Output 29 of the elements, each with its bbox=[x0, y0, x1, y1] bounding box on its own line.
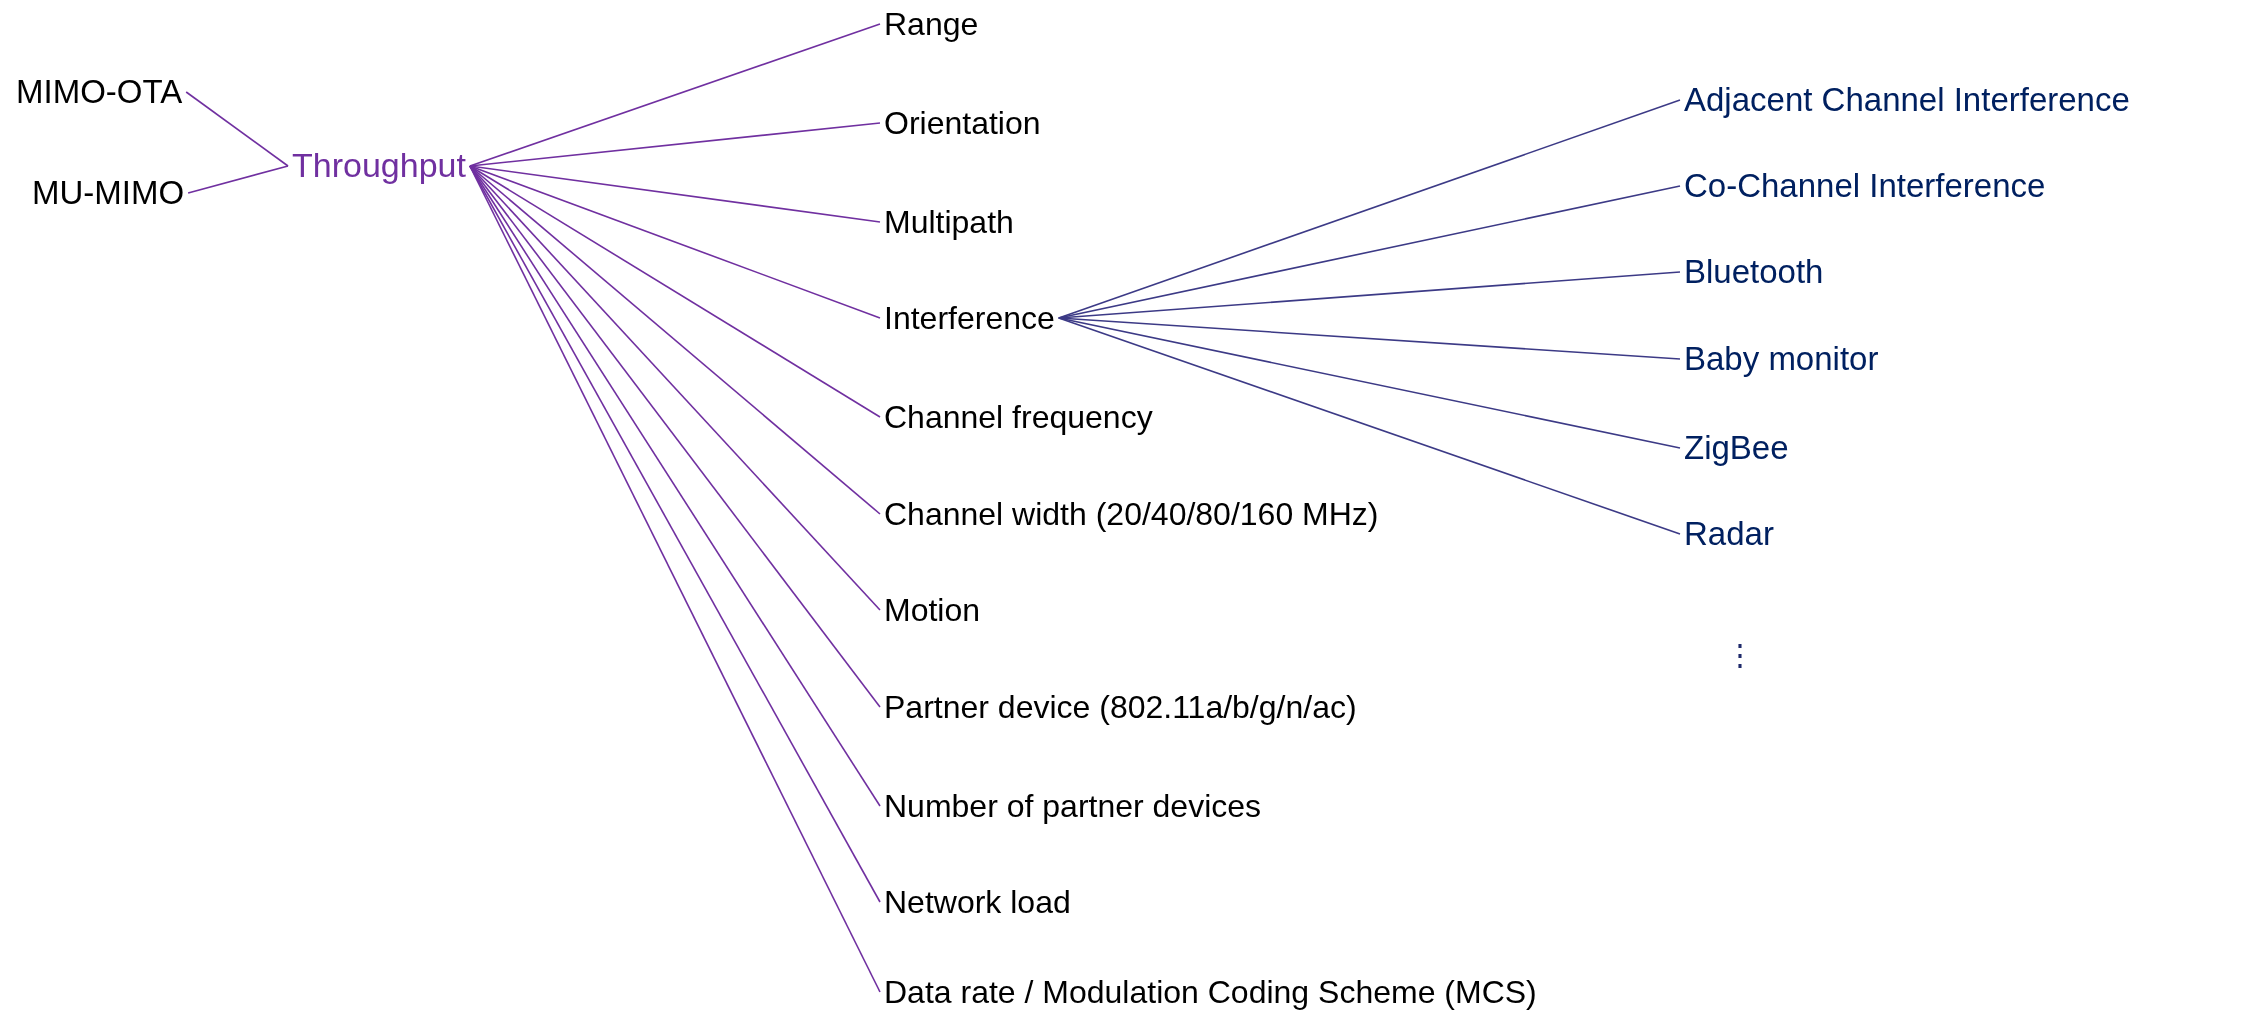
node-label: MIMO-OTA bbox=[12, 73, 187, 111]
ellipsis-label: ⋮ bbox=[1725, 636, 1755, 672]
node-label: Channel width (20/40/80/160 MHz) bbox=[880, 495, 1383, 533]
node-label: Radar bbox=[1680, 515, 1778, 553]
node-label: Data rate / Modulation Coding Scheme (MCS) bbox=[880, 973, 1541, 1011]
node-label: Orientation bbox=[880, 104, 1045, 142]
node-label: Baby monitor bbox=[1680, 340, 1883, 378]
connector-line bbox=[469, 165, 881, 223]
node-label: Multipath bbox=[880, 203, 1018, 241]
node-label: Partner device (802.11a/b/g/n/ac) bbox=[880, 688, 1361, 726]
node-label: MU-MIMO bbox=[28, 174, 189, 212]
node-label: Bluetooth bbox=[1680, 253, 1828, 291]
node-label: Channel frequency bbox=[880, 398, 1157, 436]
node-label: Interference bbox=[880, 299, 1059, 337]
node-label: Adjacent Channel Interference bbox=[1680, 81, 2134, 119]
connector-line bbox=[185, 91, 289, 167]
node-label: Network load bbox=[880, 883, 1075, 921]
connector-line bbox=[469, 122, 881, 167]
node-label: Co-Channel Interference bbox=[1680, 167, 2050, 205]
node-label: ZigBee bbox=[1680, 429, 1793, 467]
connector-line bbox=[1057, 317, 1681, 535]
connector-line bbox=[469, 23, 881, 167]
node-label: Number of partner devices bbox=[880, 787, 1266, 825]
connector-line bbox=[187, 165, 289, 194]
node-label: Throughput bbox=[288, 146, 470, 186]
connector-line bbox=[1057, 317, 1681, 360]
node-label: Range bbox=[880, 5, 983, 43]
connector-line bbox=[469, 165, 881, 708]
node-label: Motion bbox=[880, 591, 985, 629]
